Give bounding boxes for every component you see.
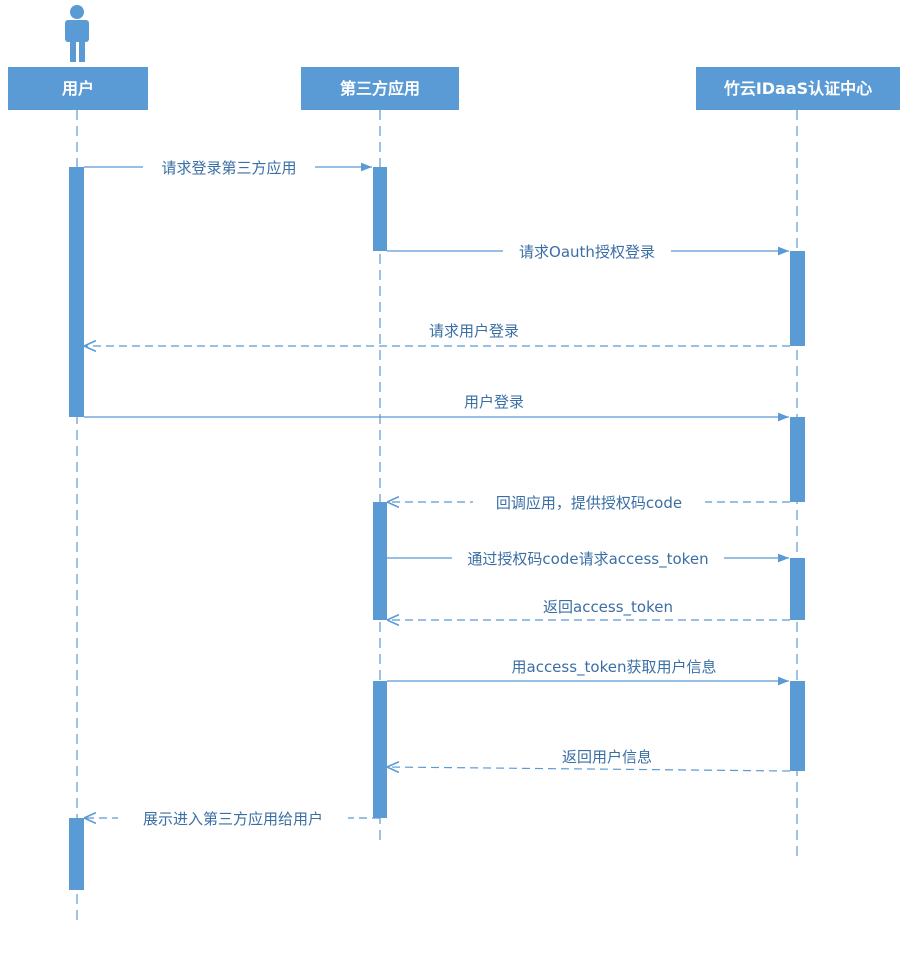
message-6: 返回access_token	[387, 598, 790, 620]
activation-user-1	[69, 167, 84, 417]
message-label: 请求登录第三方应用	[161, 159, 296, 177]
activation-idaas-1	[790, 251, 805, 346]
participant-idaas[interactable]: 竹云IDaaS认证中心	[696, 67, 900, 110]
activation-app-1	[373, 167, 387, 251]
message-4: 回调应用，提供授权码code	[387, 490, 790, 512]
participant-idaas-label: 竹云IDaaS认证中心	[723, 79, 872, 98]
message-label: 回调应用，提供授权码code	[496, 494, 682, 512]
activation-app-3	[373, 681, 387, 818]
message-8: 返回用户信息	[387, 748, 791, 771]
message-label: 请求用户登录	[429, 322, 519, 340]
message-9: 展示进入第三方应用给用户	[84, 806, 380, 828]
message-arrow	[387, 767, 791, 771]
message-0: 请求登录第三方应用	[84, 155, 372, 177]
message-label: 请求Oauth授权登录	[519, 243, 655, 261]
message-label: 用户登录	[464, 393, 524, 411]
message-label: 通过授权码code请求access_token	[467, 550, 708, 569]
activation-idaas-2	[790, 417, 805, 502]
message-1: 请求Oauth授权登录	[387, 239, 789, 261]
activation-user-2	[69, 818, 84, 890]
participant-user-label: 用户	[62, 79, 94, 98]
message-7: 用access_token获取用户信息	[387, 658, 789, 686]
activation-idaas-4	[790, 681, 805, 771]
message-label: 返回access_token	[543, 598, 673, 617]
message-label: 返回用户信息	[562, 748, 652, 766]
message-label: 用access_token获取用户信息	[512, 658, 717, 677]
message-label: 展示进入第三方应用给用户	[143, 810, 323, 828]
participant-app[interactable]: 第三方应用	[301, 67, 459, 110]
message-2: 请求用户登录	[84, 322, 790, 346]
message-5: 通过授权码code请求access_token	[387, 546, 789, 569]
participant-app-label: 第三方应用	[340, 79, 420, 98]
activation-idaas-3	[790, 558, 805, 620]
participant-user[interactable]: 用户	[8, 67, 148, 110]
message-3: 用户登录	[84, 393, 789, 422]
activation-app-2	[373, 502, 387, 620]
person-icon	[65, 5, 89, 62]
